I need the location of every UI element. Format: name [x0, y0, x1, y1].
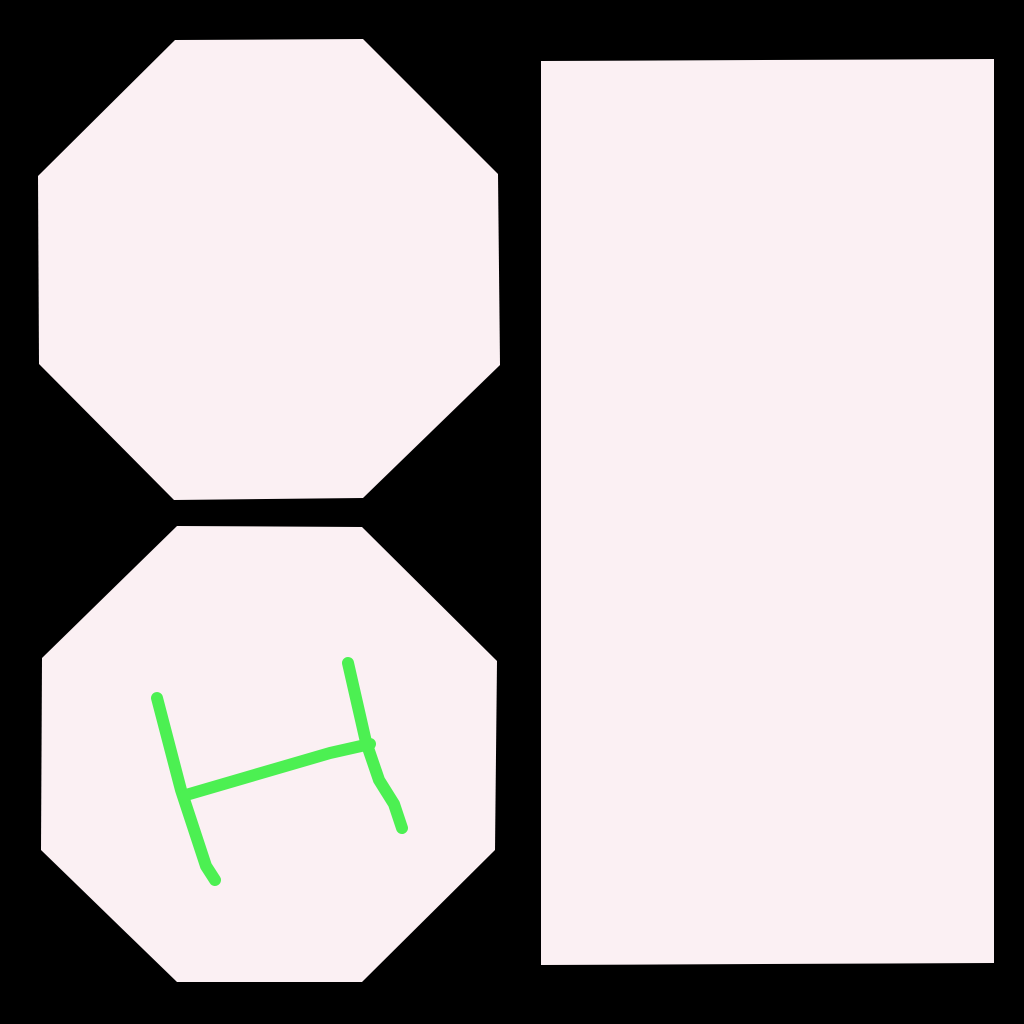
h-right-stroke — [342, 657, 408, 834]
right-rectangle-panel — [541, 59, 994, 965]
h-crossbar-stroke — [180, 738, 376, 801]
h-left-stroke — [151, 692, 221, 886]
handwritten-h-sketch — [151, 657, 408, 886]
top-octagon-panel — [38, 39, 500, 500]
bottom-octagon-panel — [41, 526, 497, 982]
